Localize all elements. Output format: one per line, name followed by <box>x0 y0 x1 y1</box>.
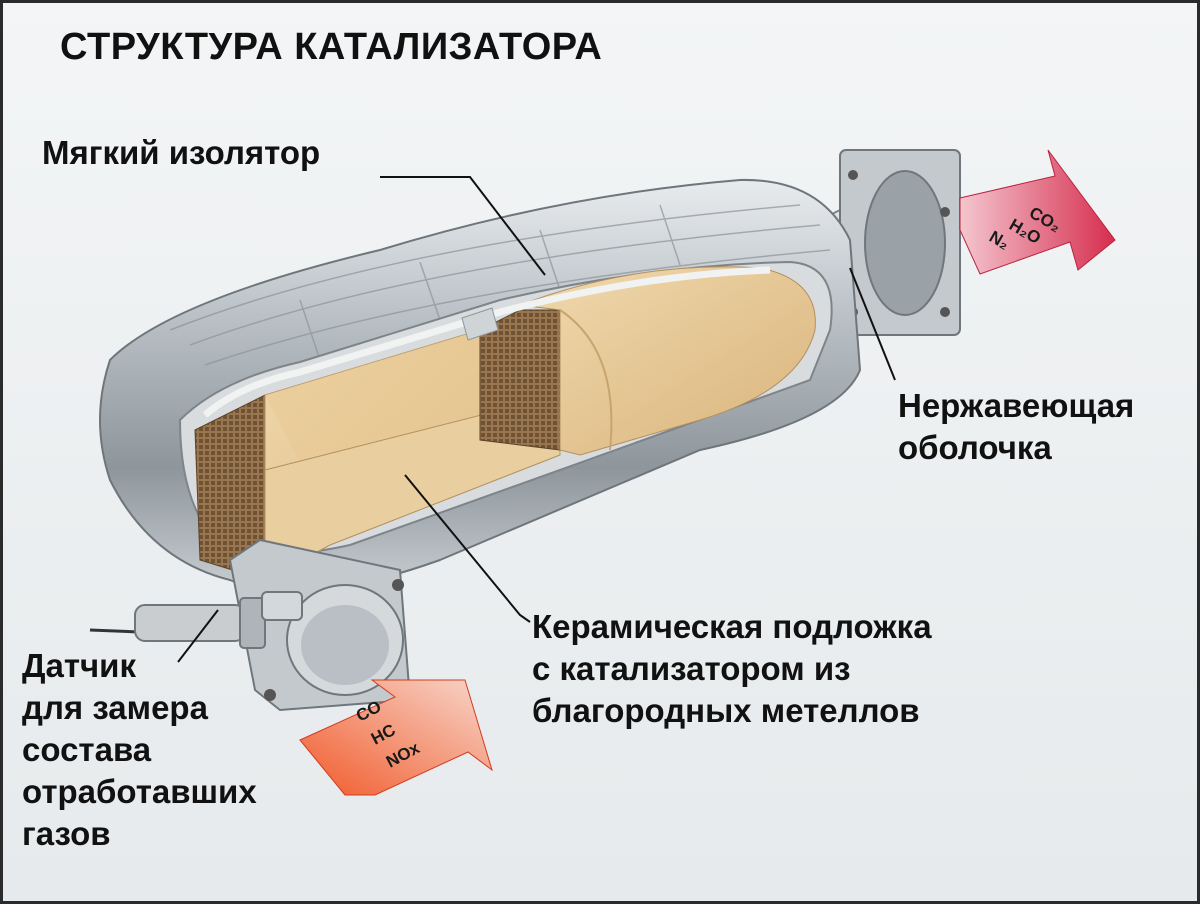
ceramic-substrate-rear <box>479 266 816 456</box>
label-line: оболочка <box>898 428 1052 466</box>
leader-lines <box>177 176 896 663</box>
label-line: с катализатором из <box>532 649 851 687</box>
leader-sensor <box>177 609 219 663</box>
label-ceramic-substrate: Керамическая подложка с катализатором из… <box>532 606 932 732</box>
label-line: для замера <box>22 688 208 726</box>
label-gas-sensor: Датчик для замера состава отработавших г… <box>22 645 257 855</box>
label-line: Керамическая подложка <box>532 608 932 645</box>
label-line: Нержавеющая <box>898 387 1135 424</box>
label-line: благородных метеллов <box>532 691 920 729</box>
label-soft-insulator: Мягкий изолятор <box>42 134 321 171</box>
diagram-title: СТРУКТУРА КАТАЛИЗАТОРА <box>60 26 603 68</box>
inlet-pipe <box>228 538 412 712</box>
label-line: состава <box>22 730 152 768</box>
oxygen-sensor <box>89 591 303 649</box>
label-line: газов <box>22 814 111 852</box>
leader-insulator <box>380 176 546 276</box>
label-line: отработавших <box>22 772 257 810</box>
inlet-gas-arrow: CO HC NOx <box>299 679 493 796</box>
soft-insulator <box>202 266 771 418</box>
leader-shell <box>849 267 896 381</box>
outlet-gas-arrow: CO₂ H₂O N₂ <box>959 149 1116 275</box>
label-line: Датчик <box>22 647 136 684</box>
leader-ceramic <box>404 474 531 623</box>
label-stainless-shell: Нержавеющая оболочка <box>898 385 1134 469</box>
